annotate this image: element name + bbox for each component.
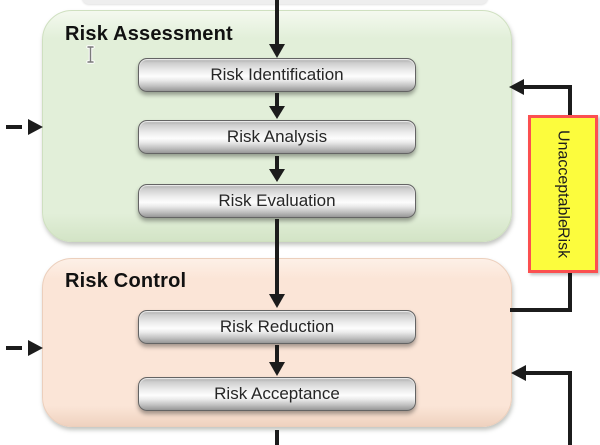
risk-control-title: Risk Control — [65, 270, 187, 292]
step-risk-acceptance[interactable]: Risk Acceptance — [138, 377, 416, 411]
step-risk-reduction[interactable]: Risk Reduction — [138, 310, 416, 344]
connector-evaluation-to-reduction — [269, 219, 285, 308]
connector-analysis-to-evaluation — [269, 156, 285, 182]
i-beam-cursor — [86, 45, 95, 64]
unacceptable-risk-box[interactable]: Unacceptable Risk — [528, 115, 598, 273]
connector-bottom-feedback — [511, 365, 572, 445]
step-risk-identification[interactable]: Risk Identification — [138, 58, 416, 92]
connector-identification-to-analysis — [269, 93, 285, 119]
step-risk-analysis[interactable]: Risk Analysis — [138, 120, 416, 154]
dashed-arrow-into-control — [6, 340, 43, 356]
unacceptable-risk-label-line1: Unacceptable — [554, 129, 572, 228]
connector-reduction-to-acceptance — [269, 345, 285, 376]
step-risk-evaluation[interactable]: Risk Evaluation — [138, 184, 416, 218]
offscreen-shape-edge — [82, 0, 488, 4]
unacceptable-risk-label-line2: Risk — [554, 227, 572, 259]
risk-assessment-title: Risk Assessment — [65, 23, 233, 45]
connector-top-in — [269, 0, 285, 58]
dashed-arrow-into-assessment — [6, 119, 43, 135]
